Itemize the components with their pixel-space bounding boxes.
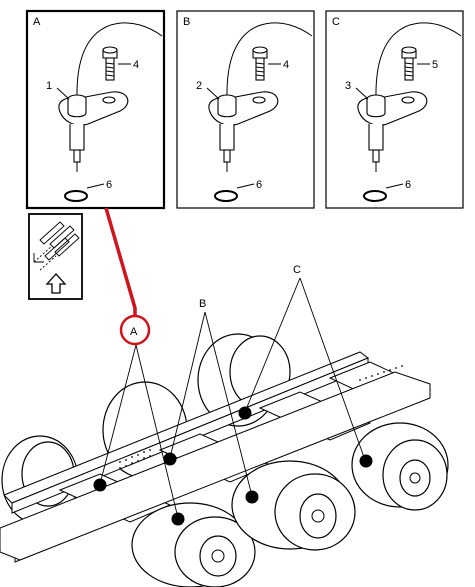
sensor-marker <box>359 454 373 468</box>
sensor-location-markers <box>93 406 373 526</box>
direction-arrow-icon <box>33 221 80 271</box>
wheel <box>131 422 449 587</box>
sensor-marker <box>163 452 177 466</box>
detail-panel-a: A 1 4 6 <box>25 9 166 210</box>
label-bolt: 4 <box>283 59 289 71</box>
bolt <box>102 46 118 81</box>
label-sensor: 3 <box>345 80 351 92</box>
sensor-marker <box>171 512 185 526</box>
highlight-callout-circle <box>119 314 151 346</box>
label-o-ring: 6 <box>106 179 112 191</box>
label-o-ring: 6 <box>405 179 411 191</box>
o-ring <box>64 190 88 202</box>
chassis-illustration <box>0 333 449 587</box>
label-bolt: 5 <box>432 59 438 71</box>
detail-panel-b: B 2 4 6 <box>176 10 315 209</box>
sensor-cable <box>76 22 163 98</box>
up-arrow-icon <box>45 273 67 294</box>
leader-lines <box>99 277 366 519</box>
highlight-leader-line <box>104 207 137 318</box>
label-sensor: 1 <box>46 80 52 92</box>
sensor-body <box>69 124 85 151</box>
detail-panel-c: C 3 5 6 <box>325 10 464 209</box>
label-o-ring: 6 <box>256 179 262 191</box>
orientation-legend <box>28 213 83 300</box>
label-bolt: 4 <box>133 59 139 71</box>
callout-label-b: B <box>199 298 206 310</box>
panel-b-caption: B <box>183 16 190 28</box>
panel-c-caption: C <box>332 16 340 28</box>
callout-label-a: A <box>130 326 138 338</box>
sensor-marker <box>245 490 259 504</box>
sensor-marker <box>238 406 252 420</box>
label-sensor: 2 <box>196 80 202 92</box>
sensor-marker <box>93 478 107 492</box>
panel-a-caption: A <box>33 16 41 28</box>
callout-label-c: C <box>293 264 301 276</box>
